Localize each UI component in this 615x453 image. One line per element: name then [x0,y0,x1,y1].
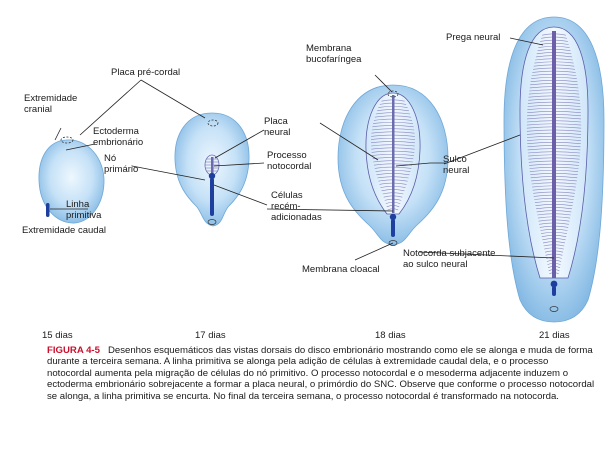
label-prega-neural: Prega neural [446,32,500,43]
stage-labels: 15 dias 17 dias 18 dias 21 dias [42,330,570,341]
label-ectoderma-embrionario: Ectoderma embrionário [93,126,143,148]
label-extremidade-cranial: Extremidade cranial [24,93,80,115]
label-extremidade-caudal: Extremidade caudal [22,225,106,236]
figure-label: FIGURA 4-5 [47,345,100,356]
disc-21-dias [503,16,605,323]
label-no-primario: Nó primário [104,153,138,175]
label-linha-primitiva: Linha primitiva [66,199,102,221]
label-membrana-bucofaringea: Membrana bucofaríngea [306,43,362,65]
disc-18-dias [337,84,449,246]
label-membrana-cloacal: Membrana cloacal [302,264,380,275]
label-processo-notocordal: Processo notocordal [267,150,311,172]
disc-17-dias [174,112,250,227]
label-sulco-neural: Sulco neural [443,154,469,176]
stage-18-dias: 18 dias [375,330,406,341]
stage-15-dias: 15 dias [42,330,73,341]
label-notocorda-subjacente: Notocorda subjacente ao sulco neural [403,248,498,270]
stage-17-dias: 17 dias [195,330,226,341]
label-placa-pre-cordal: Placa pré-cordal [111,67,180,78]
label-celulas-recem-adicionadas: Células recém- adicionadas [271,190,322,223]
stage-21-dias: 21 dias [539,330,570,341]
leader-lines [50,37,555,261]
labels: Extremidade cranial Placa pré-cordal Ect… [22,32,500,275]
label-placa-neural: Placa neural [264,116,290,138]
caption-text: Desenhos esquemáticos das vistas dorsais… [47,345,595,402]
disc-15-dias [38,136,105,224]
